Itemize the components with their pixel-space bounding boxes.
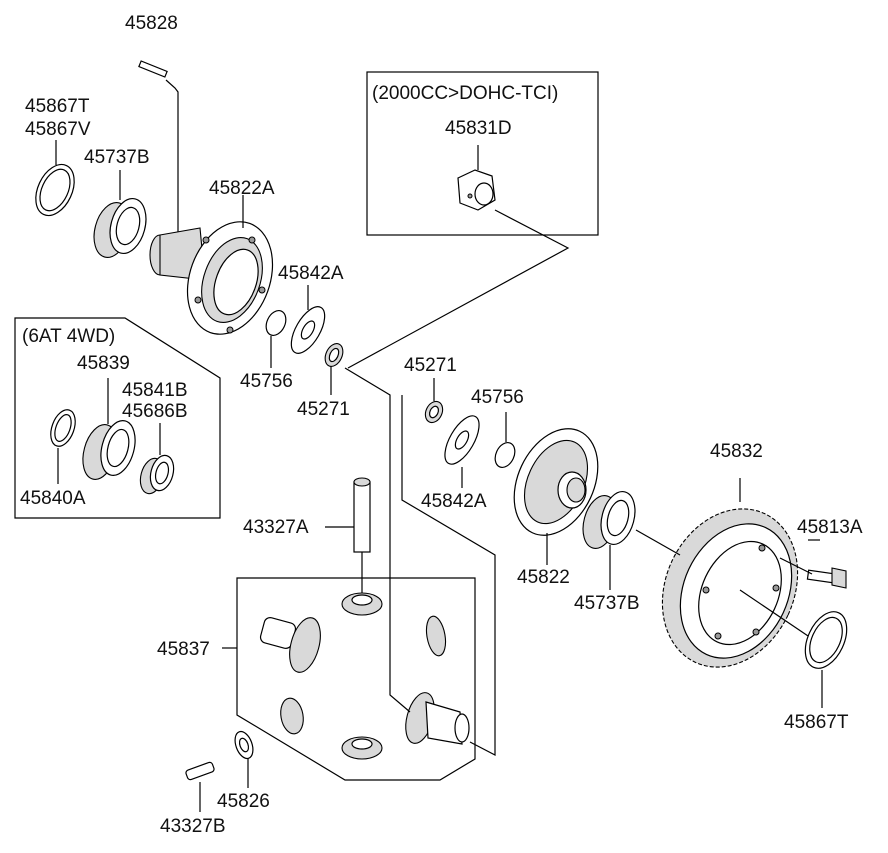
leader-right-chain [401, 395, 496, 756]
label-45867T-bottom: 45867T [784, 712, 849, 733]
seal-45686B [139, 454, 175, 495]
ring-gear-45832 [661, 508, 799, 668]
pinion-gear-small [280, 697, 304, 735]
ring-45756-top [265, 310, 287, 336]
leader-dohc-link [347, 209, 570, 369]
label-45686B: 45686B [122, 401, 188, 422]
label-45756-mid: 45756 [471, 387, 524, 408]
label-45826: 45826 [217, 791, 270, 812]
label-45822A: 45822A [209, 178, 275, 199]
label-45831D: 45831D [445, 118, 512, 139]
leader-gear-to-washer [739, 589, 815, 641]
label-45828: 45828 [125, 13, 178, 34]
shim-45842A-mid [444, 415, 480, 465]
pinion-gear-top [341, 592, 383, 616]
washer-45867T-bottom [804, 611, 848, 669]
case-45822 [513, 428, 599, 536]
label-45813A: 45813A [797, 517, 863, 538]
side-gear-right [405, 692, 470, 745]
shim-45842A-top [290, 306, 326, 354]
seal-45271-top [324, 343, 344, 367]
bearing-45737B-mid [582, 490, 636, 549]
bearing-45737B-top [93, 197, 147, 258]
shaft-43327A [353, 477, 371, 553]
label-45737B-top: 45737B [84, 147, 150, 168]
pinion-set-group-box [236, 577, 476, 781]
dohc-group-box [366, 71, 599, 236]
diff-case-45822A [149, 221, 274, 335]
label-45840A: 45840A [20, 488, 86, 509]
group-label-awd: (6AT 4WD) [22, 326, 116, 347]
label-45756-top: 45756 [240, 371, 293, 392]
leader-seal-chain [344, 367, 411, 713]
nut-45831D [457, 169, 496, 211]
washer-45826 [234, 730, 254, 760]
label-45271-top: 45271 [297, 399, 350, 420]
label-45841B: 45841B [122, 380, 188, 401]
label-45867V: 45867V [25, 119, 91, 140]
ring-45840A [50, 409, 76, 447]
side-gear-left [259, 617, 321, 673]
seal-45271-mid [424, 400, 444, 424]
leader-gear-axis [635, 529, 681, 556]
group-label-dohc: (2000CC>DOHC-TCI) [372, 83, 559, 104]
ring-45756-mid [494, 442, 516, 468]
label-45842A-mid: 45842A [421, 491, 487, 512]
bolt-45813A [806, 567, 847, 589]
label-45737B-mid: 45737B [574, 593, 640, 614]
washer-45867T-top [35, 163, 75, 217]
awd-group-box [14, 317, 221, 519]
label-45832: 45832 [710, 441, 763, 462]
pin-43327B [185, 761, 215, 781]
label-43327B: 43327B [160, 816, 226, 837]
pinion-gear-bottom [341, 736, 383, 760]
label-45837: 45837 [157, 639, 210, 660]
bearing-45839 [82, 420, 136, 480]
label-43327A: 43327A [243, 517, 309, 538]
pinion-gear-right [425, 615, 447, 657]
pin-45828 [138, 60, 168, 78]
label-45822: 45822 [517, 567, 570, 588]
label-45842A-top: 45842A [278, 263, 344, 284]
leader-45828 [165, 79, 179, 235]
leader-bolt-axis [779, 557, 813, 575]
label-45839: 45839 [77, 353, 130, 374]
label-45867T-top: 45867T [25, 96, 90, 117]
label-45271-mid: 45271 [404, 355, 457, 376]
